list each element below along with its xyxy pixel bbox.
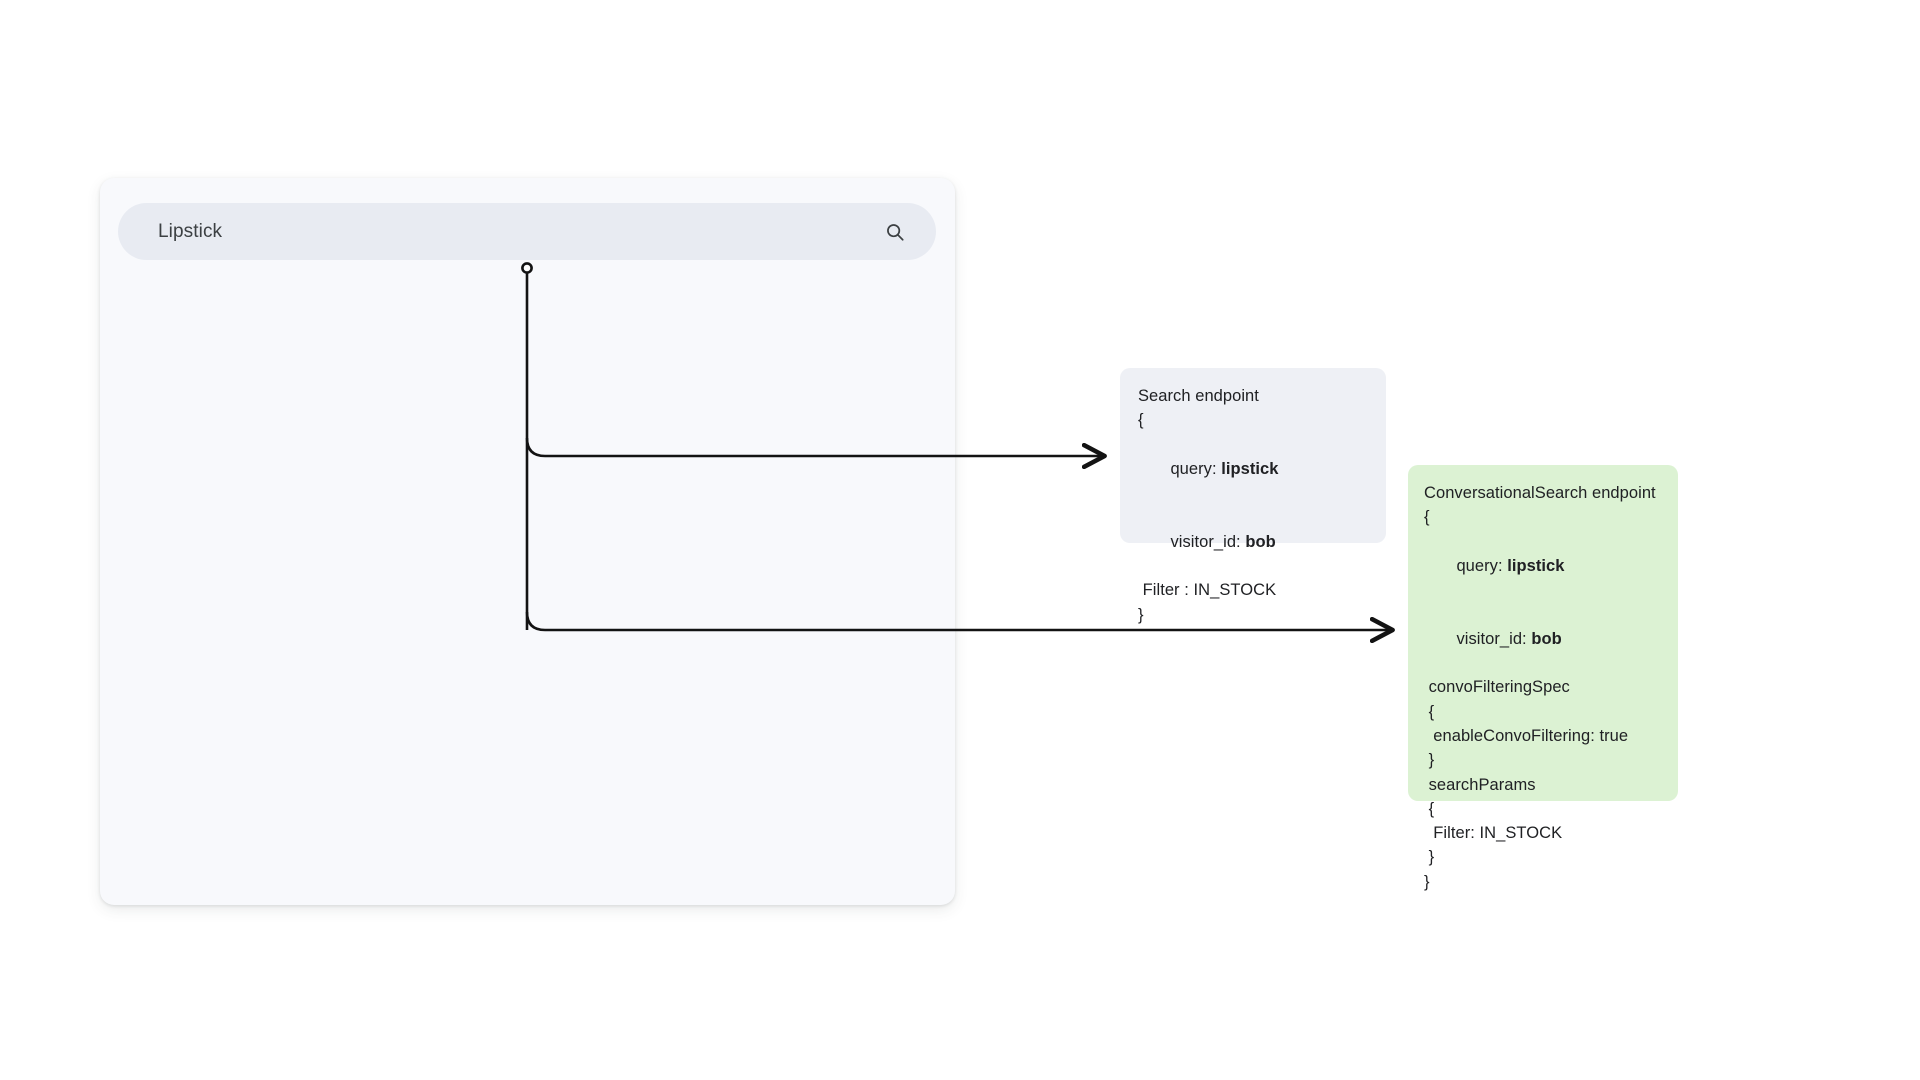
code-value: lipstick	[1221, 459, 1279, 478]
code-key: query:	[1165, 459, 1222, 478]
code-key: query:	[1451, 556, 1508, 575]
code-line: {	[1424, 799, 1435, 818]
code-line: visitor_id: bob	[1138, 505, 1368, 578]
search-icon[interactable]	[880, 217, 910, 247]
code-line: enableConvoFiltering: true	[1424, 726, 1629, 745]
code-line: Filter: IN_STOCK	[1424, 824, 1563, 843]
code-line: searchParams	[1424, 775, 1536, 794]
code-value: bob	[1245, 532, 1276, 551]
code-line: {	[1424, 702, 1435, 721]
code-line: }	[1424, 848, 1435, 867]
search-bar[interactable]: Lipstick	[118, 203, 936, 260]
code-line: ConversationalSearch endpoint	[1424, 484, 1656, 502]
code-key: visitor_id:	[1451, 629, 1532, 648]
code-line: }	[1424, 751, 1435, 770]
code-line: {	[1424, 508, 1430, 527]
code-line: Filter : IN_STOCK	[1138, 581, 1277, 600]
code-value: bob	[1531, 629, 1562, 648]
search-endpoint-box: Search endpoint { query: lipstick visito…	[1120, 368, 1386, 624]
code-value: lipstick	[1507, 556, 1565, 575]
code-line: }	[1138, 605, 1144, 624]
search-input[interactable]: Lipstick	[158, 221, 223, 242]
code-line: visitor_id: bob	[1424, 602, 1660, 675]
code-line: {	[1138, 411, 1144, 430]
conversational-search-endpoint-box: ConversationalSearch endpoint { query: l…	[1408, 465, 1678, 891]
code-line: }	[1424, 872, 1430, 891]
code-key: visitor_id:	[1165, 532, 1246, 551]
code-line: query: lipstick	[1424, 530, 1660, 603]
search-app-card: Lipstick	[100, 178, 955, 905]
code-line: convoFilteringSpec	[1424, 678, 1570, 697]
code-line: query: lipstick	[1138, 433, 1368, 506]
code-line: Search endpoint	[1138, 387, 1259, 405]
